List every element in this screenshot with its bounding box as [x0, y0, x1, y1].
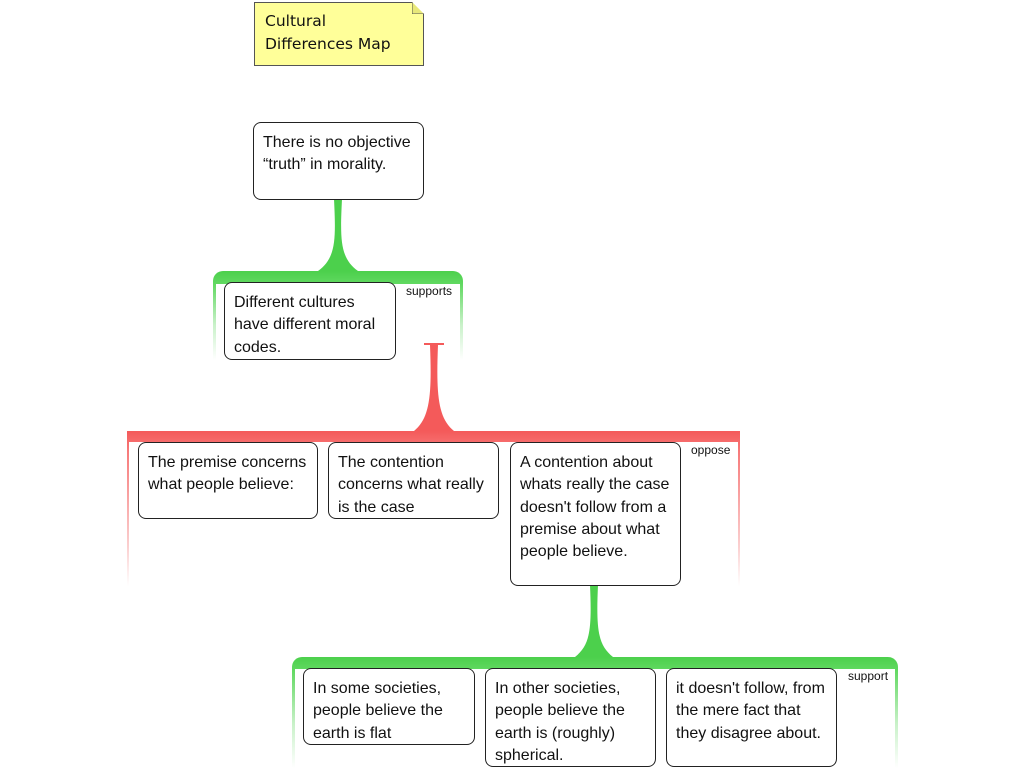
support-connector [575, 585, 613, 657]
oppose-label: oppose [691, 443, 731, 457]
support-item-box[interactable]: it doesn't follow, from the mere fact th… [666, 668, 837, 767]
map-title-note: Cultural Differences Map [254, 2, 424, 66]
oppose-connector [414, 345, 454, 431]
map-title: Cultural Differences Map [265, 12, 391, 53]
oppose-item-box[interactable]: The contention concerns what really is t… [328, 442, 499, 519]
oppose-item-box[interactable]: The premise concerns what people believe… [138, 442, 318, 519]
support-item-text: it doesn't follow, from the mere fact th… [676, 680, 825, 742]
support-item-text: In some societies, people believe the ea… [313, 680, 443, 742]
support-item-text: In other societies, people believe the e… [495, 680, 625, 764]
oppose-item-text: The contention concerns what really is t… [338, 454, 484, 516]
supports-label: supports [406, 284, 453, 298]
premise-text: Different cultures have different moral … [234, 294, 376, 356]
support-item-box[interactable]: In other societies, people believe the e… [485, 668, 656, 767]
oppose-item-text: The premise concerns what people believe… [148, 454, 307, 494]
support-item-box[interactable]: In some societies, people believe the ea… [303, 668, 475, 745]
main-contention-text: There is no objective “truth” in moralit… [263, 134, 411, 174]
supports-connector [318, 199, 358, 271]
premise-box[interactable]: Different cultures have different moral … [224, 282, 396, 360]
main-contention-box[interactable]: There is no objective “truth” in moralit… [253, 122, 424, 200]
support-label: support [848, 669, 889, 683]
oppose-item-box[interactable]: A contention about whats really the case… [510, 442, 681, 586]
oppose-item-text: A contention about whats really the case… [520, 454, 670, 561]
